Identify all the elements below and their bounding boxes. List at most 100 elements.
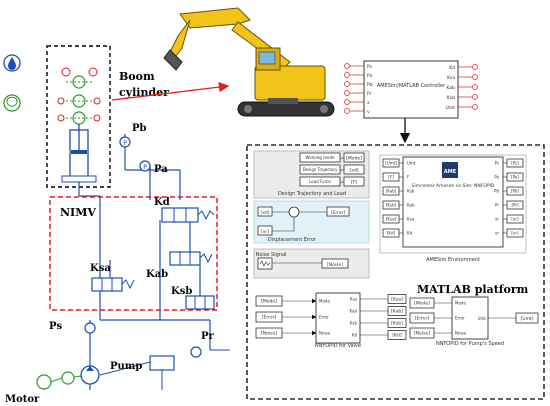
controller-input-label: Pa: [367, 73, 373, 79]
valve-out-port: Kab: [349, 309, 357, 314]
sim-left-port: Umt: [407, 161, 416, 166]
controller-output-port: [472, 64, 478, 70]
noise-block: [257, 257, 349, 270]
sim-right-port: Pb: [494, 189, 499, 194]
controller-input-port: [344, 108, 350, 114]
boom-label: Boom: [119, 70, 155, 83]
pump-in-port: Mode: [455, 301, 466, 306]
simcenter-caption: AMESim Environment: [426, 257, 480, 263]
controller-output-label: Umt: [446, 105, 456, 111]
error-out: [Error]: [331, 210, 346, 216]
valve-caption: NNFOPID for Valve: [315, 343, 361, 349]
boom-cylinder-box: [46, 45, 111, 188]
sim-from-label: [Kab]: [386, 189, 397, 194]
valve-in-port: Noise: [319, 331, 331, 336]
controller-input-label: Pb: [367, 82, 373, 88]
pump-caption: NNFOPID for Pump's Speed: [436, 341, 504, 347]
controller-input-label: Ps: [367, 64, 373, 70]
matlab-platform-box: [246, 144, 545, 400]
valve-in-port: Mode: [319, 299, 330, 304]
sim-goto-block: [506, 228, 524, 238]
error-caption: Displacement Error: [268, 237, 317, 243]
design-out-label: [xd]: [349, 168, 358, 174]
pump-nnfopid-block: NNFOPID for Pump's Speed: [436, 296, 504, 347]
noise-caption: Noise Signal: [256, 252, 287, 258]
design-row-label: Working mode: [306, 155, 335, 160]
sim-right-port: Ps: [495, 161, 499, 166]
pump-ports: [Mode]Mode[Error]Error[Noise]NoiseUmt[Um…: [409, 297, 539, 339]
pump-in-port: Error: [455, 316, 465, 321]
valve-goto-block: [387, 294, 407, 304]
sim-left-port: Ksa: [407, 217, 415, 222]
error-block-bg: [253, 200, 370, 244]
controller-output-port: [472, 94, 478, 100]
nimv-box: [49, 196, 218, 311]
controller-output-label: Kab: [447, 85, 456, 91]
controller-input-label: x: [367, 101, 370, 106]
design-out-label: [F]: [351, 180, 357, 186]
pump-in-port: Noise: [455, 331, 467, 336]
sim-right-port: vr: [495, 231, 499, 236]
controller-input-port: [344, 72, 350, 78]
boom-pointer-arrow: [111, 81, 230, 101]
design-out-label: [Mode]: [346, 156, 362, 162]
pump-label: Pump: [110, 361, 142, 372]
ps-label: Ps: [49, 321, 63, 332]
sim-goto-block: [506, 186, 524, 196]
error-in2: [xr]: [261, 229, 269, 235]
sim-right-port: Pa: [494, 175, 499, 180]
valve-ksb: [185, 295, 215, 310]
pb-label: Pb: [132, 123, 147, 134]
fluid-drop-icon: [3, 54, 21, 72]
controller-output-port: [472, 84, 478, 90]
sim-goto-label: [Pa]: [511, 175, 519, 180]
svg-text:P: P: [143, 164, 147, 171]
matlab-label: MATLAB platform: [417, 283, 529, 296]
pump-out-port: Umt: [478, 316, 487, 321]
valve-nnfopid-block: NNFOPID for Valve: [315, 292, 361, 349]
simcenter-block: AME Simcenter Amesim co-Sim: NNFOPID AME…: [379, 154, 527, 263]
pump-goto-block: [515, 312, 539, 324]
controller-input-port: [344, 81, 350, 87]
excavator-image: [163, 7, 335, 117]
sim-goto-label: [Ps]: [511, 161, 519, 166]
sim-goto-label: [Pr]: [511, 203, 519, 208]
design-source-block: [299, 152, 341, 163]
sim-from-label: [Ksb]: [386, 203, 397, 208]
motor-label: Motor: [5, 394, 40, 405]
ame-badge: AME: [444, 169, 457, 175]
pa-label: Pa: [154, 164, 168, 175]
pump-from-label: [Error]: [415, 316, 430, 322]
design-goto-block: [343, 164, 365, 175]
simcenter-subtitle: Simcenter Amesim co-Sim: NNFOPID: [412, 183, 495, 189]
kd-label: Kd: [154, 197, 170, 208]
controller-output-port: [472, 74, 478, 80]
sim-goto-label: [Pb]: [511, 189, 520, 194]
sim-goto-block: [506, 214, 524, 224]
sim-goto-block: [506, 200, 524, 210]
valve-out-port: Kd: [352, 333, 358, 338]
valve-goto-block: [387, 318, 407, 328]
controller-output-label: Kd: [449, 65, 455, 71]
sim-goto-block: [506, 172, 524, 182]
sim-left-port: Ksb: [407, 189, 415, 194]
valve-from-label: [Mode]: [261, 299, 277, 305]
simcenter-ports: [Umt]Umt[F]F[Kab]Ksb[Ksb]Kab[Ksa]Ksa[Kd]…: [382, 158, 524, 238]
controller-output-port: [472, 104, 478, 110]
pump-from-label: [Noise]: [414, 331, 430, 337]
valve-kab: [169, 251, 213, 266]
sim-from-label: [Kd]: [387, 231, 396, 236]
amesim-controller-block: AMESim/MATLAB Controller: [363, 60, 459, 119]
sim-from-label: [Umt]: [385, 161, 397, 166]
design-goto-block: [343, 176, 365, 187]
valve-goto-label: [Kd]: [392, 333, 402, 339]
sim-right-port: Pr: [495, 203, 499, 208]
nimv-label: NIMV: [60, 206, 96, 219]
pump-goto-label: [Umt]: [521, 316, 534, 322]
controller-input-port: [344, 63, 350, 69]
valve-from-label: [Error]: [262, 315, 277, 321]
noise-out: [Noise]: [327, 262, 343, 268]
pr-label: Pr: [201, 331, 215, 342]
pump-symbol: [36, 349, 230, 390]
